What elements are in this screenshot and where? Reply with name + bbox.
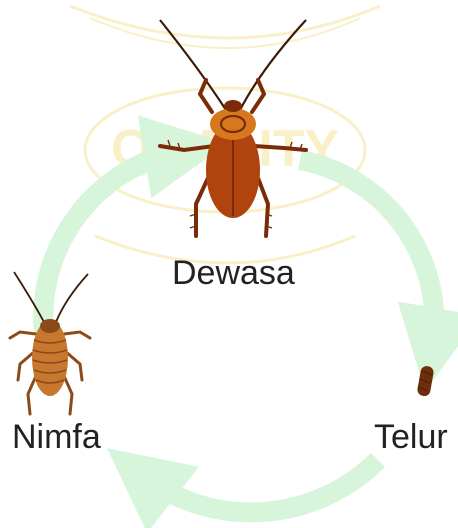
stage-label-adult: Dewasa: [172, 256, 295, 290]
stage-label-egg: Telur: [374, 420, 448, 454]
stage-label-nymph: Nimfa: [12, 420, 101, 454]
arrow-adult-to-egg: [300, 160, 434, 350]
egg-icon: [416, 365, 434, 397]
arrow-egg-to-nymph: [140, 460, 378, 512]
